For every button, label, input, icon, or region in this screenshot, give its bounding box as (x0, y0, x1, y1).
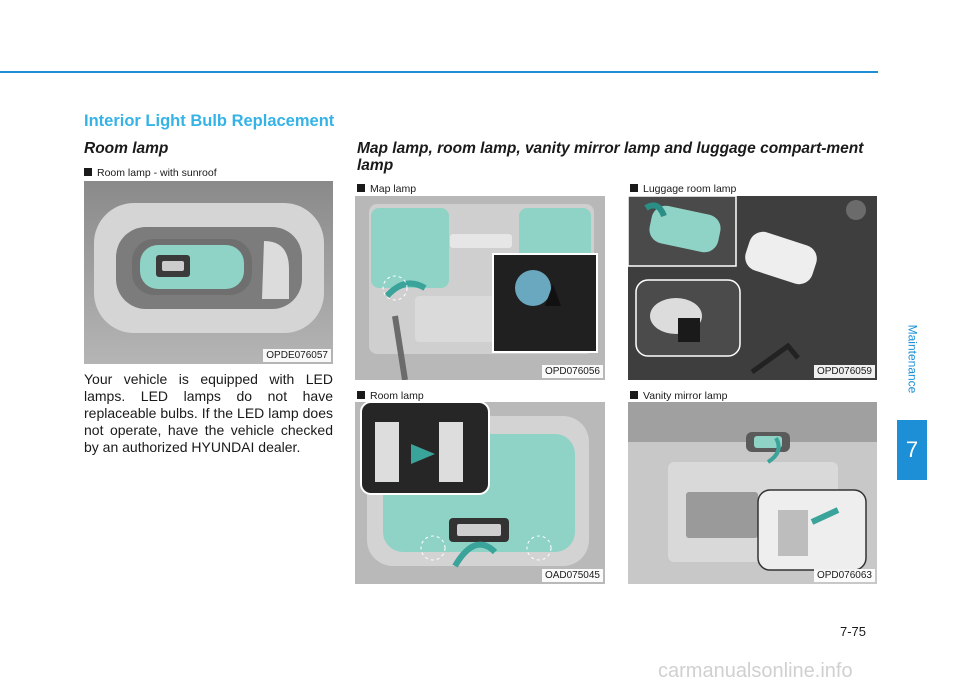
image-code: OPD076059 (813, 365, 875, 378)
chapter-tab-label: Maintenance (905, 324, 919, 394)
room-lamp-caption: Room lamp - with sunroof (84, 167, 217, 179)
square-bullet-icon (630, 391, 638, 399)
image-code: OAD075045 (541, 569, 603, 582)
map-lamp-photo: OPD076056 (355, 196, 605, 380)
luggage-lamp-photo: OPD076059 (628, 196, 877, 380)
room-lamp-body: Your vehicle is equipped with LED lamps.… (84, 371, 333, 455)
page-number: 7-75 (840, 624, 867, 639)
square-bullet-icon (84, 168, 92, 176)
square-bullet-icon (357, 391, 365, 399)
watermark: carmanualsonline.info (658, 660, 853, 682)
square-bullet-icon (357, 184, 365, 192)
room-lamp-2-caption: Room lamp (357, 390, 424, 402)
image-code: OPDE076057 (263, 349, 331, 362)
map-lamp-caption: Map lamp (357, 183, 416, 195)
room-lamp-photo: OPDE076057 (84, 181, 333, 364)
vanity-lamp-caption: Vanity mirror lamp (630, 390, 727, 402)
room-lamp-2-photo: OAD075045 (355, 402, 605, 584)
map-section-title: Map lamp, room lamp, vanity mirror lamp … (357, 140, 864, 174)
section-title: Interior Light Bulb Replacement (84, 112, 335, 130)
chapter-number: 7 (897, 420, 927, 480)
room-lamp-title: Room lamp (84, 140, 169, 157)
square-bullet-icon (630, 184, 638, 192)
header-rule (0, 71, 878, 73)
image-code: OPD076056 (541, 365, 603, 378)
luggage-lamp-caption: Luggage room lamp (630, 183, 736, 195)
vanity-lamp-photo: OPD076063 (628, 402, 877, 584)
image-code: OPD076063 (813, 569, 875, 582)
